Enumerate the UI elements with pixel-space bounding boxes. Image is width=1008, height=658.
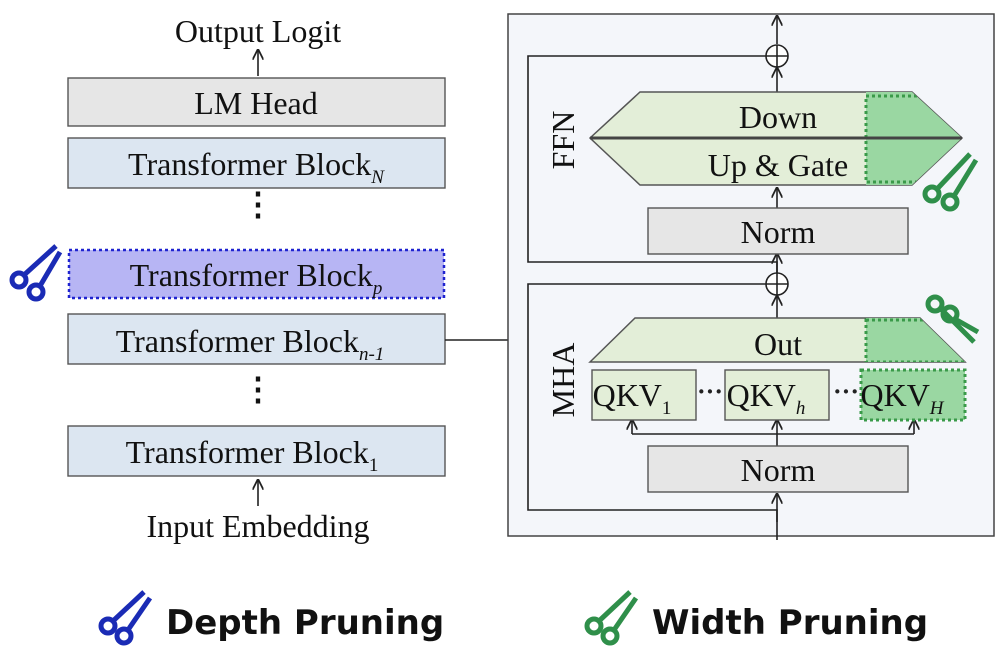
qkv-dots-left: ···: [697, 377, 723, 406]
qkv-dots-right: ···: [833, 377, 859, 406]
norm-top-label: Norm: [741, 214, 816, 250]
transformer-block-1-label: Transformer Block1: [126, 434, 379, 476]
block-n-sub: N: [370, 167, 385, 188]
legend-width-label: Width Pruning: [652, 603, 928, 643]
block-p-prefix: Transformer Block: [130, 257, 373, 293]
transformer-block-n-1-label: Transformer Blockn-1: [116, 323, 385, 365]
qkv-1-label: QKV1: [593, 377, 672, 419]
left-stack: Output Logit LM Head Transformer BlockN …: [67, 13, 508, 544]
input-embedding-label: Input Embedding: [146, 508, 369, 544]
norm-top-box: [647, 207, 909, 255]
qkv-h-box: [724, 369, 830, 421]
legend-depth-label: Depth Pruning: [166, 603, 444, 643]
norm-bottom-box: [647, 445, 909, 493]
out-label: Out: [754, 326, 802, 362]
mha-section-label: MHA: [545, 343, 581, 418]
ffn-width-scissors-icon: [922, 152, 979, 212]
block-p-sub: p: [371, 278, 383, 299]
transformer-block-p-label: Transformer Blockp: [130, 257, 383, 299]
ffn-down-label: Down: [739, 99, 817, 135]
ffn-block: Down Up & Gate: [588, 91, 964, 186]
transformer-detail-panel: Down Up & Gate FFN Norm Out MHA QKV1 ···…: [507, 13, 995, 540]
transformer-block-n: [67, 137, 446, 189]
add-circle-top: [765, 44, 789, 68]
legend: Depth Pruning Width Pruning: [98, 590, 928, 646]
block-n-prefix: Transformer Block: [128, 146, 371, 182]
transformer-block-n-1: [67, 313, 446, 365]
qkv-1-prefix: QKV: [593, 377, 662, 413]
add-circle-middle: [765, 272, 789, 296]
lm-head-box: [67, 77, 446, 127]
qkv-1-box: [591, 369, 697, 421]
qkv-H-prefix: QKV: [860, 377, 929, 413]
lm-head-label: LM Head: [194, 85, 318, 121]
block-n1-prefix: Transformer Block: [116, 323, 359, 359]
mha-out-block: Out: [588, 317, 967, 363]
transformer-block-n-label: Transformer BlockN: [128, 146, 385, 188]
output-logit-label: Output Logit: [175, 13, 341, 49]
block-1-prefix: Transformer Block: [126, 434, 369, 470]
qkv-H-pruned-box: [859, 368, 967, 422]
ffn-up-gate-label: Up & Gate: [708, 147, 848, 183]
ffn-section-label: FFN: [545, 111, 581, 170]
qkv-H-sub: H: [929, 398, 945, 419]
legend-width-scissors-icon: [584, 590, 639, 646]
block-1-sub: 1: [369, 455, 379, 476]
qkv-h-sub: h: [796, 398, 806, 419]
qkv-h-label: QKVh: [727, 377, 806, 419]
qkv-h-prefix: QKV: [727, 377, 796, 413]
mha-width-scissors-icon: [925, 294, 980, 344]
norm-bottom-label: Norm: [741, 452, 816, 488]
legend-depth-scissors-icon: [98, 590, 153, 646]
transformer-block-p-pruned: [67, 248, 446, 300]
block-n1-sub: n-1: [359, 344, 384, 365]
depth-scissors-icon: [9, 244, 63, 302]
qkv-1-sub: 1: [662, 398, 672, 419]
ellipsis-bottom: ⋮: [242, 371, 274, 407]
transformer-block-1: [67, 425, 446, 477]
ellipsis-top: ⋮: [242, 186, 274, 222]
qkv-H-label: QKVH: [860, 377, 944, 419]
